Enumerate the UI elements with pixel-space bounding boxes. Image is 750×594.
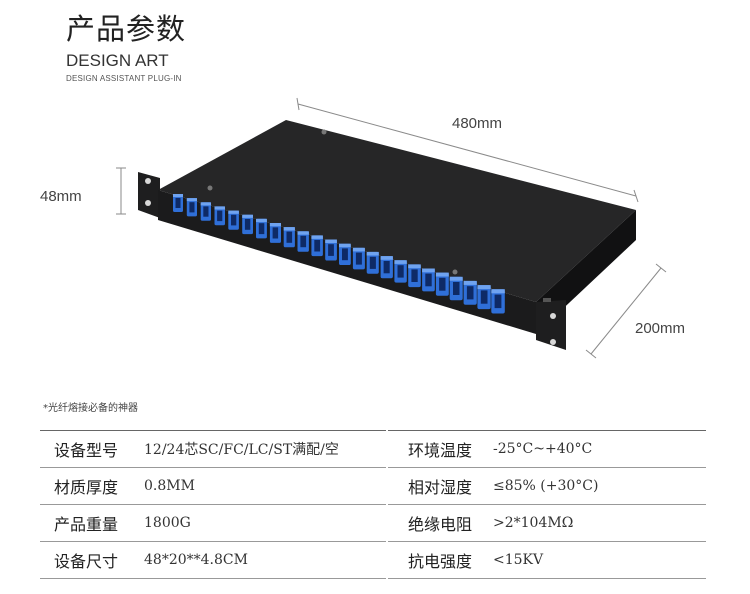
spec-value: -25°C~+40°C bbox=[493, 430, 706, 468]
sc-adapter-port bbox=[173, 194, 183, 212]
height-label: 48mm bbox=[40, 188, 82, 205]
product-note: *光纤熔接必备的神器 bbox=[43, 403, 138, 414]
brand-title: DESIGN ART bbox=[66, 51, 169, 70]
width-dimension-line bbox=[297, 103, 637, 197]
left-mounting-ear bbox=[138, 172, 160, 218]
sc-adapter-port bbox=[283, 227, 295, 248]
sc-adapter-port bbox=[256, 218, 267, 239]
sc-adapter-port bbox=[449, 276, 463, 301]
sc-adapter-port bbox=[463, 280, 477, 305]
spec-value: 48*20**4.8CM bbox=[144, 541, 387, 579]
sc-adapter-port bbox=[352, 247, 365, 270]
depth-tick-bottom bbox=[585, 349, 597, 359]
spec-label: 相对湿度 bbox=[386, 467, 493, 505]
sc-adapter-port bbox=[339, 243, 351, 265]
spec-row: 设备尺寸 48*20**4.8CM 抗电强度 <15KV bbox=[40, 541, 706, 579]
dimension-lines bbox=[116, 97, 667, 359]
brand-subtitle: DESIGN ASSISTANT PLUG-IN bbox=[66, 74, 182, 83]
spec-value: 12/24芯SC/FC/LC/ST满配/空 bbox=[144, 430, 387, 468]
spec-row: 产品重量 1800G 绝缘电阻 >2*104MΩ bbox=[40, 504, 706, 542]
product-illustration bbox=[116, 97, 667, 359]
depth-tick-top bbox=[655, 263, 667, 273]
spec-value: <15KV bbox=[493, 541, 706, 579]
sc-adapter-port bbox=[408, 264, 421, 288]
sc-adapter-port bbox=[297, 231, 309, 252]
width-tick-left bbox=[296, 97, 300, 111]
sc-adapter-port bbox=[325, 239, 337, 261]
sc-adapter-port bbox=[200, 202, 211, 221]
ear-hole bbox=[145, 178, 151, 184]
spec-table: 设备型号 12/24芯SC/FC/LC/ST满配/空 环境温度 -25°C~+4… bbox=[40, 430, 706, 579]
ear-hole bbox=[145, 200, 151, 206]
spec-row: 材质厚度 0.8MM 相对湿度 ≤85% (+30°C) bbox=[40, 467, 706, 505]
sc-adapter-port bbox=[366, 251, 379, 274]
spec-value: 1800G bbox=[144, 504, 387, 542]
ear-hole bbox=[550, 339, 556, 345]
spec-label: 环境温度 bbox=[386, 430, 493, 468]
page-title: 产品参数 bbox=[66, 12, 187, 46]
spec-row: 设备型号 12/24芯SC/FC/LC/ST满配/空 环境温度 -25°C~+4… bbox=[40, 430, 706, 468]
sc-adapter-ports bbox=[173, 194, 505, 314]
spec-value: ≤85% (+30°C) bbox=[493, 467, 706, 505]
spec-label: 产品重量 bbox=[40, 504, 144, 542]
sc-adapter-port bbox=[435, 272, 449, 296]
sc-adapter-port bbox=[186, 198, 197, 217]
screw bbox=[452, 269, 458, 275]
depth-dimension-line bbox=[590, 267, 662, 355]
sc-adapter-port bbox=[311, 235, 323, 257]
patch-panel bbox=[138, 120, 636, 350]
screw bbox=[207, 185, 213, 191]
spec-label: 材质厚度 bbox=[40, 467, 144, 505]
sc-adapter-port bbox=[491, 289, 505, 314]
spec-label: 设备尺寸 bbox=[40, 541, 144, 579]
sc-adapter-port bbox=[242, 214, 253, 235]
sc-adapter-port bbox=[228, 210, 239, 230]
ear-hole bbox=[550, 313, 556, 319]
sc-adapter-port bbox=[269, 223, 281, 243]
sc-adapter-port bbox=[477, 285, 491, 310]
sc-adapter-port bbox=[380, 256, 393, 279]
spec-label: 绝缘电阻 bbox=[386, 504, 493, 542]
width-label: 480mm bbox=[452, 115, 503, 132]
panel-top-face bbox=[158, 120, 636, 302]
side-vent bbox=[543, 298, 551, 302]
screw bbox=[321, 129, 327, 135]
sc-adapter-port bbox=[422, 268, 435, 292]
depth-label: 200mm bbox=[635, 320, 686, 337]
right-mounting-ear bbox=[536, 300, 566, 350]
sc-adapter-port bbox=[394, 260, 407, 283]
spec-label: 设备型号 bbox=[40, 430, 144, 468]
sc-adapter-port bbox=[214, 206, 225, 226]
spec-value: 0.8MM bbox=[144, 467, 387, 505]
width-tick-right bbox=[633, 189, 639, 203]
spec-label: 抗电强度 bbox=[386, 541, 493, 579]
spec-value: >2*104MΩ bbox=[493, 504, 706, 542]
